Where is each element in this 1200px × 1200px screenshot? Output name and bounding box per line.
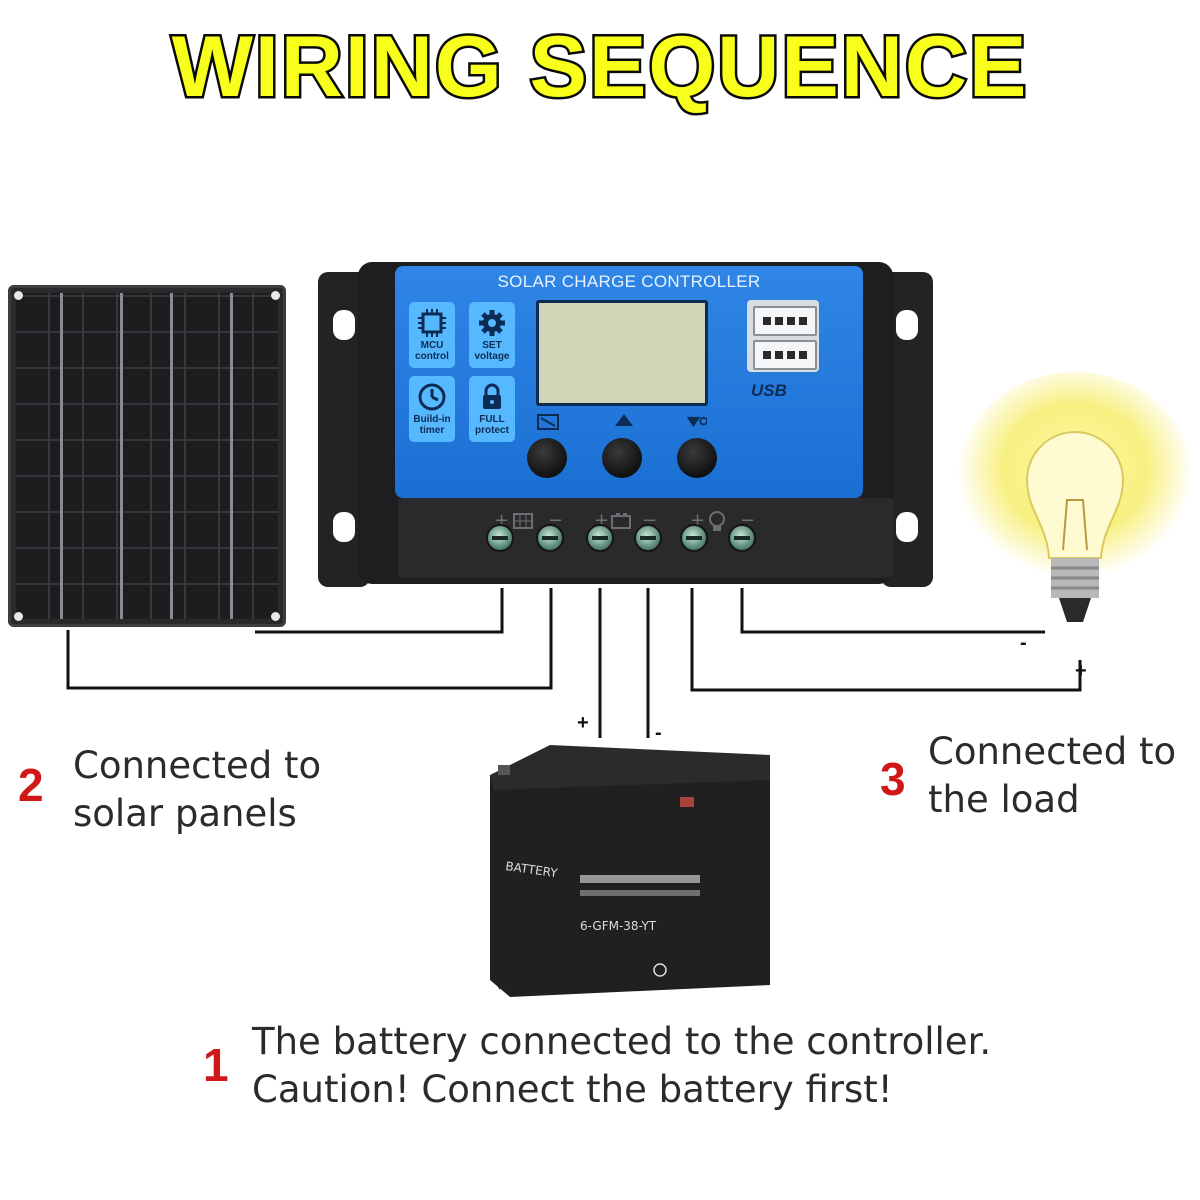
lcd-display (536, 300, 708, 406)
feature-label: MCU control (415, 340, 449, 362)
terminal-strip: + − + − + − (398, 498, 893, 578)
step-3-text: Connected to the load (928, 728, 1176, 824)
usb-port-1[interactable] (753, 306, 817, 336)
clock-icon (418, 383, 446, 411)
terminal-load-positive[interactable] (680, 524, 708, 552)
page-title: WIRING SEQUENCE (172, 19, 1029, 115)
controller-label: SOLAR CHARGE CONTROLLER (497, 272, 761, 291)
step-1-text: The battery connected to the controller.… (252, 1018, 991, 1114)
up-button[interactable] (602, 438, 642, 478)
load-positive-label: + (1075, 660, 1087, 682)
battery-positive-label: + (577, 712, 589, 734)
gear-icon (479, 310, 505, 336)
battery-terminal-icon (611, 513, 631, 529)
feature-label: FULL protect (475, 414, 509, 436)
menu-button[interactable] (527, 438, 567, 478)
step-2-line-2: solar panels (73, 792, 297, 835)
step-1-line-1: The battery connected to the controller. (252, 1020, 992, 1063)
menu-icon (537, 414, 559, 430)
step-3-number: 3 (880, 753, 906, 805)
solar-terminal-icon (513, 513, 533, 529)
step-3-line-1: Connected to (928, 730, 1177, 773)
chip-icon (418, 309, 446, 337)
usb-port-2[interactable] (753, 340, 817, 370)
controller-face: SOLAR CHARGE CONTROLLER MCU control SET … (395, 266, 863, 498)
feature-mcu-control: MCU control (409, 302, 455, 368)
step-2-text: Connected to solar panels (73, 742, 321, 838)
step-2-number: 2 (18, 759, 44, 811)
terminal-battery-positive[interactable] (586, 524, 614, 552)
solar-cells (16, 293, 278, 619)
bulb-terminal-icon (709, 511, 725, 531)
down-bulb-icon (686, 416, 707, 428)
terminal-battery-negative[interactable] (634, 524, 662, 552)
step-1-line-2: Caution! Connect the battery first! (252, 1068, 893, 1111)
battery-model: 6-GFM-38-YT (580, 919, 657, 933)
battery-negative-label: - (655, 722, 662, 744)
terminal-solar-positive[interactable] (486, 524, 514, 552)
lock-icon (483, 383, 501, 409)
wire-solar-positive (255, 588, 504, 634)
feature-label: SET voltage (474, 340, 510, 362)
load-negative-label: - (1020, 632, 1027, 654)
usb-label: USB (751, 381, 787, 400)
down-button[interactable] (677, 438, 717, 478)
feature-build-in-timer: Build-in timer (409, 376, 455, 442)
solar-panel (8, 285, 286, 627)
usb-ports (747, 300, 819, 372)
step-1-number: 1 (203, 1039, 229, 1091)
light-bulb (957, 372, 1193, 622)
step-3-line-2: the load (928, 778, 1080, 821)
solar-charge-controller: + − + − + − SOLAR CHARGE CONTROLLER MCU … (318, 262, 933, 587)
feature-set-voltage: SET voltage (469, 302, 515, 368)
up-arrow-icon (615, 414, 633, 426)
title-banner: WIRING SEQUENCE (169, 17, 1029, 118)
feature-label: Build-in timer (413, 414, 451, 436)
battery: BATTERY 6-GFM-38-YT (490, 745, 770, 997)
terminal-load-negative[interactable] (728, 524, 756, 552)
terminal-solar-negative[interactable] (536, 524, 564, 552)
feature-full-protect: FULL protect (469, 376, 515, 442)
step-2-line-1: Connected to (73, 744, 322, 787)
